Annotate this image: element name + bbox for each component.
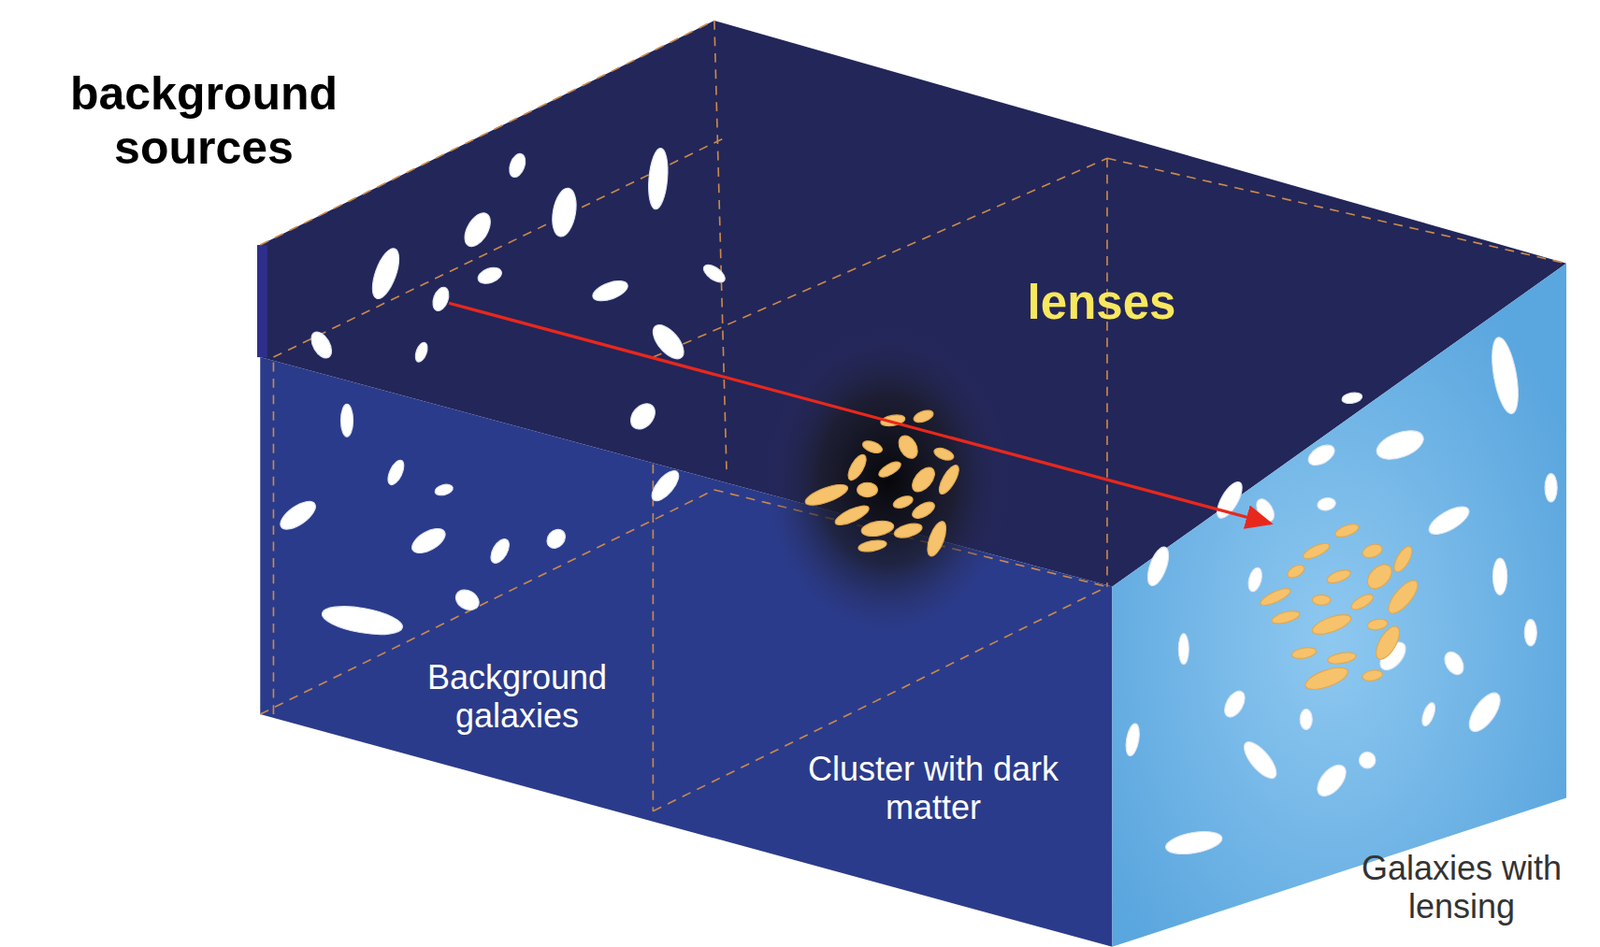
galaxy — [1285, 562, 1307, 581]
edge-strip — [257, 245, 268, 358]
galaxy — [1372, 425, 1428, 466]
galaxy — [1425, 501, 1473, 540]
galaxy — [1220, 688, 1249, 721]
galaxy — [307, 328, 336, 361]
galaxy — [452, 586, 484, 615]
galaxy — [1363, 560, 1397, 593]
galaxy — [1383, 576, 1423, 619]
galaxy — [1325, 567, 1352, 586]
galaxy — [935, 462, 963, 498]
galaxy — [1361, 668, 1384, 683]
galaxy — [857, 538, 888, 554]
galaxy — [876, 459, 903, 481]
galaxy — [1486, 335, 1523, 417]
galaxy — [340, 403, 353, 437]
galaxy — [893, 520, 924, 541]
galaxy — [857, 482, 879, 497]
galaxy — [407, 523, 449, 559]
galaxy — [275, 496, 320, 535]
galaxy — [1291, 646, 1318, 661]
galaxy — [433, 482, 455, 498]
galaxy — [1326, 650, 1357, 666]
galaxy — [844, 451, 870, 483]
galaxy — [1371, 622, 1405, 664]
galaxy-ellipses — [275, 147, 1557, 859]
light-ray-arrow — [448, 302, 1270, 524]
lens-label: lenses — [989, 275, 1214, 332]
galaxy — [1390, 544, 1416, 576]
galaxy — [367, 245, 405, 303]
heading-label: background sources — [35, 67, 373, 175]
galaxy — [923, 518, 951, 559]
galaxy — [700, 261, 728, 287]
galaxy — [1270, 608, 1301, 626]
galaxy — [1544, 474, 1557, 504]
galaxy — [543, 525, 569, 552]
galaxy — [647, 466, 684, 505]
galaxy — [646, 147, 670, 211]
galaxy — [1164, 827, 1225, 858]
galaxy — [1463, 688, 1506, 737]
galaxy — [1299, 709, 1312, 731]
galaxy — [625, 399, 660, 434]
galaxy — [1492, 558, 1507, 595]
galaxy — [459, 208, 496, 251]
galaxy — [911, 408, 935, 426]
galaxy — [413, 341, 431, 364]
galaxy — [1316, 496, 1338, 512]
galaxy — [384, 458, 407, 488]
galaxy — [1305, 441, 1339, 470]
caption-label: Galaxies with lensing — [1330, 849, 1593, 927]
galaxy — [1349, 591, 1376, 614]
galaxy — [1239, 736, 1283, 783]
galaxy — [1311, 594, 1331, 606]
galaxy — [1300, 540, 1331, 563]
galaxy — [1310, 610, 1354, 638]
galaxy — [1441, 648, 1468, 678]
galaxy — [1143, 544, 1173, 589]
galaxy — [894, 432, 922, 462]
galaxy — [1419, 701, 1438, 728]
galaxy — [803, 480, 851, 510]
galaxy — [908, 463, 939, 497]
galaxy — [506, 151, 529, 180]
galaxy — [1311, 760, 1352, 802]
galaxy — [1333, 521, 1360, 540]
galaxy — [1258, 585, 1293, 609]
galaxy — [1366, 618, 1388, 633]
galaxy — [590, 276, 631, 305]
galaxy — [932, 446, 955, 463]
galaxy — [861, 438, 884, 456]
galaxy — [319, 601, 405, 640]
galaxy — [860, 518, 895, 539]
galaxy — [892, 493, 915, 511]
galaxy — [1302, 663, 1351, 694]
dashed-guides — [259, 20, 1567, 812]
dark-matter-halo — [764, 326, 1010, 633]
galaxy — [487, 535, 513, 566]
face-label: Background galaxies — [390, 658, 644, 736]
galaxy — [430, 285, 452, 314]
galaxy — [1245, 566, 1264, 594]
galaxy — [1178, 634, 1189, 665]
galaxy — [909, 499, 937, 522]
galaxy — [1340, 390, 1363, 405]
right-face — [1111, 263, 1567, 947]
galaxy — [1524, 619, 1537, 647]
galaxy — [1358, 751, 1375, 768]
face-label: Cluster with dark matter — [792, 749, 1074, 828]
galaxy — [475, 264, 505, 287]
galaxy — [1124, 722, 1142, 758]
galaxy — [833, 502, 872, 529]
galaxy — [548, 186, 580, 239]
galaxy — [1360, 542, 1384, 562]
